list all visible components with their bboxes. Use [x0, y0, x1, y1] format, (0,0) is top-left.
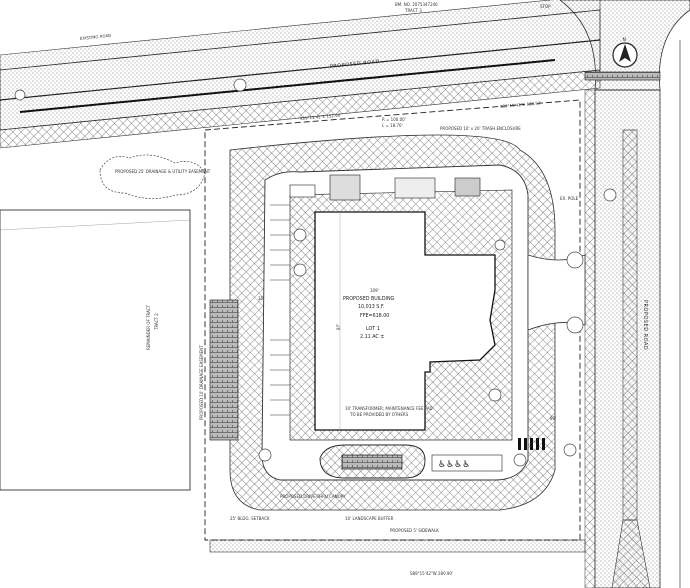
- bldg-setback-note: 25' BLDG. SETBACK: [230, 516, 270, 521]
- west-tract-line-a: [0, 219, 191, 231]
- transformer-subnote: TO BE PROVIDED BY OTHERS: [349, 412, 409, 417]
- drive-thru-canopy: [341, 454, 403, 470]
- right-road-sidewalk: [584, 89, 596, 588]
- crosswalk-east: [518, 438, 545, 450]
- west-tract: REMAINDER OF TRACT TRACT 2 PROPOSED 25' …: [0, 154, 211, 491]
- west-tract-boundary: [0, 209, 191, 491]
- right-road-median: [622, 129, 638, 521]
- south-bearing: S89°15'42"W 280.90': [410, 571, 453, 576]
- north-bearing: S89°15'42"E 152.60': [300, 112, 342, 121]
- west-tract-label: REMAINDER OF TRACT: [146, 304, 151, 350]
- building-footprint: [314, 211, 496, 431]
- top-tract-note: TRACT 3: [404, 8, 422, 13]
- accessible-icons: ♿♿♿♿: [438, 460, 470, 470]
- ex-pole-note: EX. POLE: [560, 196, 579, 201]
- tree-cluster-west: [99, 154, 206, 199]
- drive-thru-note: PROPOSED DRIVE-THRU CANOPY: [280, 494, 346, 499]
- lot-area: 2.11 AC ±: [360, 334, 384, 340]
- east-driveway: [527, 254, 586, 331]
- trees: [14, 78, 617, 467]
- dim-80: 80': [550, 416, 556, 421]
- right-road: PROPOSED ROAD: [559, 0, 690, 588]
- top-road-note: EXISTING ROAD: [80, 33, 112, 41]
- landscape-note: 10' LANDSCAPE BUFFER: [345, 516, 394, 521]
- trash-note: PROPOSED 10' x 20' TRASH ENCLOSURE: [440, 126, 521, 131]
- dim-35: 35': [258, 296, 264, 301]
- left-paver-strip: [209, 299, 239, 441]
- north-arrow-letter: N: [623, 37, 626, 43]
- lot-label: LOT 1: [366, 326, 380, 332]
- building-ffe: FFE=618.00: [360, 313, 389, 319]
- top-road-centerline: [0, 39, 601, 101]
- right-road-label: PROPOSED ROAD: [642, 300, 648, 350]
- building-area: 10,013 S.F.: [358, 304, 384, 310]
- north-right-bearing: S89°15'42"E 180.53': [500, 100, 542, 109]
- top-stop-note: STOP: [540, 4, 551, 9]
- lot: PROPOSED 10' DRAINAGE EASEMENT PROPOSED …: [199, 99, 586, 576]
- north-arrow: N: [612, 37, 638, 68]
- top-parking-row: [289, 174, 481, 201]
- bottom-sidewalk: [209, 539, 586, 553]
- west-tract-sublabel: TRACT 2: [154, 313, 159, 331]
- top-road: PROPOSED ROAD EXISTING ROAD BM. NO. 2075…: [0, 0, 601, 149]
- left-parking-row: [270, 204, 290, 416]
- lot-boundary: [204, 99, 581, 541]
- top-road-label: PROPOSED ROAD: [330, 59, 381, 70]
- building-dim-left: 87': [336, 324, 341, 330]
- top-bm-note: BM. NO. 2075347246: [395, 2, 438, 7]
- sidewalk-note: PROPOSED 5' SIDEWALK: [390, 528, 439, 533]
- drainage-left-note: PROPOSED 10' DRAINAGE EASEMENT: [199, 345, 204, 420]
- curve-radius: R = 100.00': [382, 117, 406, 122]
- accessible-parking: ♿♿♿♿: [431, 454, 503, 472]
- drainage-nw-note: PROPOSED 25' DRAINAGE & UTILITY EASEMENT: [115, 169, 211, 174]
- curve-length: L = 18.70': [382, 123, 403, 128]
- transformer-note: 10' TRANSFORMER; MAINTENANCE FEE PAD: [345, 406, 433, 411]
- top-road-edge-line: [19, 59, 556, 113]
- right-road-median-bottom: [611, 519, 651, 588]
- building-dim-top: 109': [370, 288, 379, 293]
- stop-bar: [584, 71, 661, 81]
- building-title: PROPOSED BUILDING: [343, 296, 395, 302]
